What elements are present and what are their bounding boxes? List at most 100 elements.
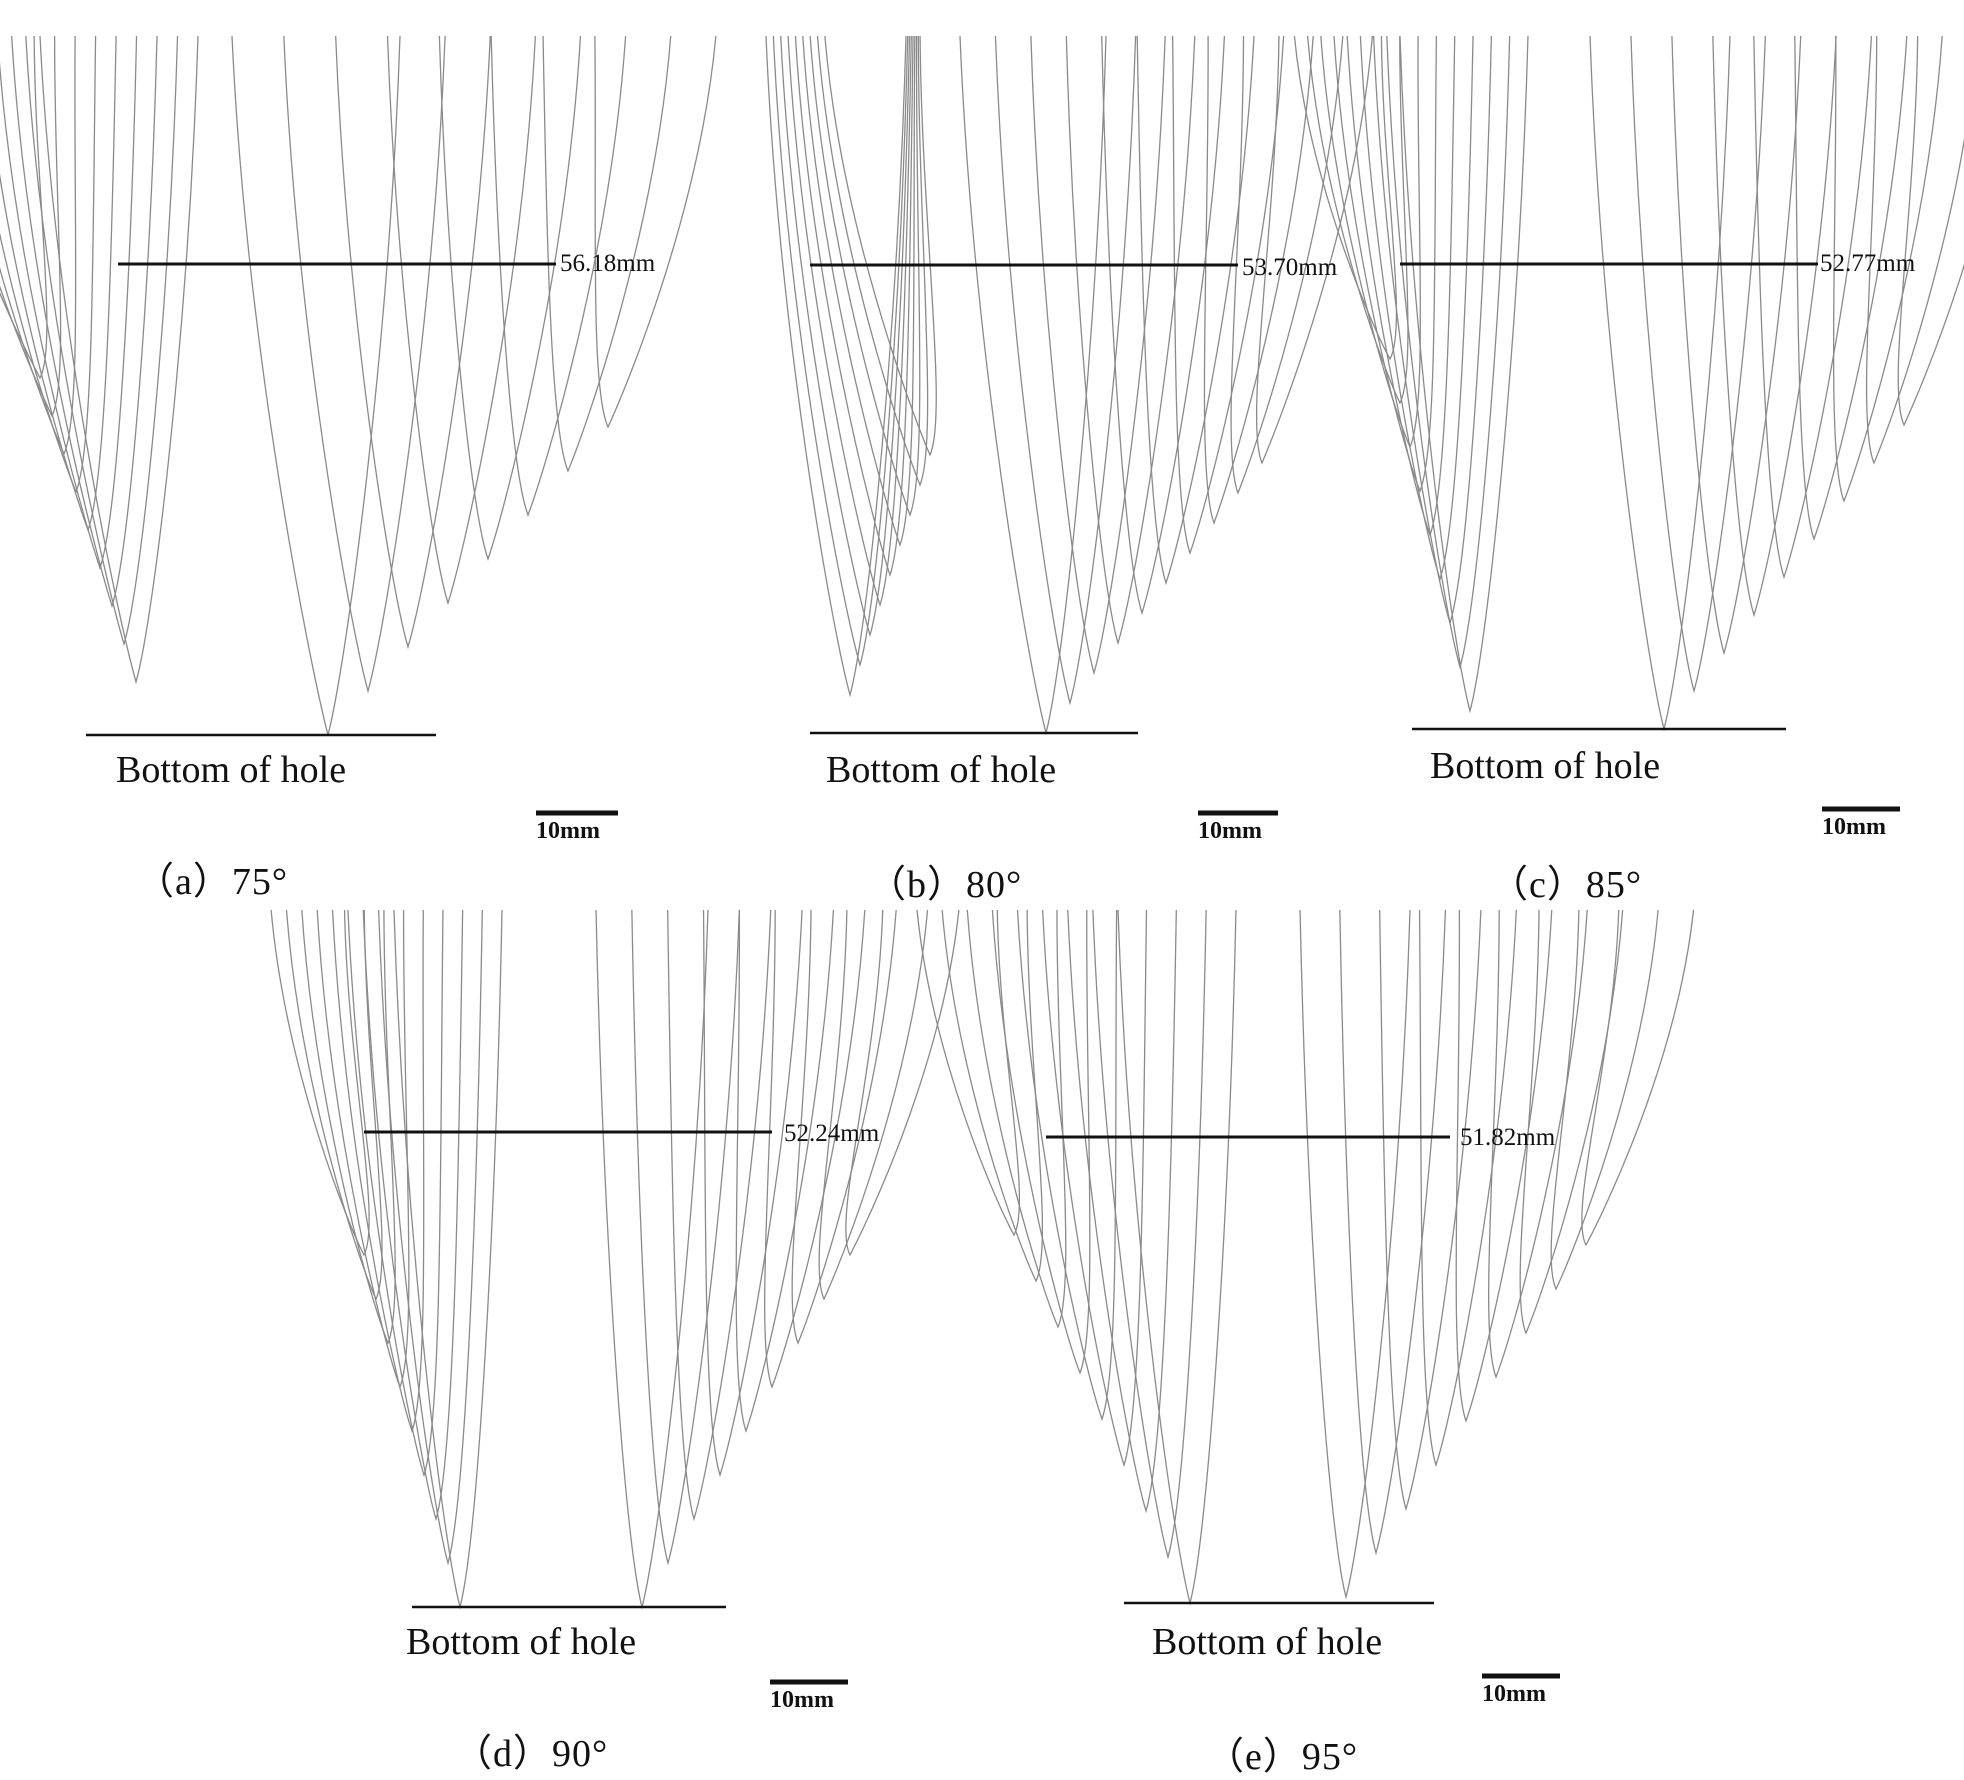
trajectory-curve <box>1333 35 1438 493</box>
trajectory-curve <box>0 35 97 494</box>
trajectory-lobes-c <box>1293 35 1964 732</box>
trajectory-curve <box>1379 909 1482 1512</box>
trajectory-curve <box>1399 35 1529 714</box>
bottom-label-d: Bottom of hole <box>406 1621 637 1663</box>
bottom-label-a: Bottom of hole <box>116 749 347 791</box>
trajectory-curve <box>802 35 916 547</box>
trajectory-curve <box>39 35 199 685</box>
trajectory-curve <box>1255 35 1374 465</box>
trajectory-curve <box>794 35 914 578</box>
trajectory-diagram-b <box>765 35 1374 816</box>
trajectory-curve <box>1589 35 1731 732</box>
trajectory-curve <box>772 35 909 668</box>
trajectory-curve <box>0 35 62 418</box>
trajectory-curve <box>1519 909 1624 1335</box>
trajectory-curve <box>594 35 717 429</box>
trajectory-curve <box>941 909 1044 1283</box>
trajectory-curve <box>1030 35 1166 676</box>
caption-d: （d）90° <box>454 1733 609 1775</box>
trajectory-curve <box>1101 35 1226 616</box>
trajectory-lobes-e <box>916 909 1695 1606</box>
spacing-label-c: 52.77mm <box>1820 250 1916 277</box>
trajectory-lobes-b <box>765 35 1374 734</box>
trajectory-curve <box>1671 35 1802 656</box>
trajectory-curve <box>595 909 709 1608</box>
panel-a: 56.18mm Bottom of hole 10mm （a）75° <box>0 0 717 903</box>
trajectory-curve <box>667 909 772 1522</box>
trajectory-curve <box>231 35 401 736</box>
trajectory-curve <box>1203 35 1314 525</box>
trajectory-curve <box>0 35 77 456</box>
trajectory-curve <box>1753 35 1873 580</box>
scale-label-a: 10mm <box>536 818 600 844</box>
trajectory-curve <box>818 909 929 1301</box>
trajectory-curve <box>1630 35 1767 694</box>
caption-b: （b）80° <box>868 864 1023 906</box>
trajectory-curve <box>362 909 464 1522</box>
trajectory-curve <box>11 35 158 609</box>
trajectory-curve <box>347 909 444 1478</box>
trajectory-curve <box>1293 35 1398 361</box>
trajectory-curve <box>1418 909 1517 1468</box>
trajectory-diagram-d <box>270 909 960 1685</box>
trajectory-curve <box>994 35 1137 706</box>
spacing-label-a: 56.18mm <box>560 250 656 277</box>
scale-label-c: 10mm <box>1822 814 1886 840</box>
trajectory-curve <box>780 35 911 638</box>
trajectory-curve <box>1016 909 1118 1421</box>
trajectory-curve <box>1386 35 1511 670</box>
trajectory-curve <box>283 35 446 694</box>
trajectory-curve <box>845 909 960 1257</box>
trajectory-curve <box>25 35 179 647</box>
trajectory-curve <box>765 35 907 698</box>
trajectory-curve <box>809 35 921 517</box>
bottom-label-c: Bottom of hole <box>1430 745 1661 787</box>
spacing-label-e: 51.82mm <box>1460 1124 1556 1151</box>
trajectory-curve <box>1092 909 1207 1560</box>
trajectory-diagram-c <box>1293 35 1964 812</box>
scale-label-b: 10mm <box>1198 818 1262 844</box>
trajectory-curve <box>764 909 866 1389</box>
trajectory-curve <box>0 35 138 571</box>
trajectory-curve <box>0 35 117 532</box>
trajectory-curve <box>377 909 483 1566</box>
trajectory-curve <box>1041 909 1148 1468</box>
panel-c: 52.77mm Bottom of hole 10mm （c）85° <box>1293 0 1964 906</box>
spacing-label-d: 52.24mm <box>784 1120 880 1147</box>
trajectory-curve <box>316 909 410 1389</box>
trajectory-curve <box>1306 35 1409 405</box>
panel-e: 51.82mm Bottom of hole 10mm （e）95° <box>916 890 1695 1778</box>
caption-c: （c）85° <box>1490 864 1643 906</box>
trajectory-curve <box>1117 909 1237 1606</box>
trajectory-lobes-a <box>0 35 717 736</box>
trajectory-curve <box>270 909 370 1257</box>
trajectory-curve <box>1712 35 1837 618</box>
trajectory-curve <box>1550 909 1659 1291</box>
trajectory-curve <box>966 909 1067 1329</box>
trajectory-diagram-a <box>0 35 717 816</box>
trajectory-curve <box>787 35 912 608</box>
trajectory-curve <box>991 909 1091 1375</box>
trajectory-curve <box>631 909 741 1566</box>
caption-e: （e）95° <box>1206 1736 1359 1778</box>
bottom-label-e: Bottom of hole <box>1152 1621 1383 1663</box>
trajectory-curve <box>542 35 672 473</box>
trajectory-curve <box>1339 909 1447 1556</box>
trajectory-curve <box>1230 35 1344 495</box>
bottom-label-b: Bottom of hole <box>826 749 1057 791</box>
trajectory-curve <box>1897 35 1964 427</box>
spacing-label-b: 53.70mm <box>1242 254 1338 281</box>
trajectory-curve <box>1299 909 1411 1600</box>
trajectory-curve <box>1346 35 1456 537</box>
trajectory-curve <box>1832 35 1943 503</box>
trajectory-lobes-d <box>270 909 960 1608</box>
trajectory-curve <box>393 909 503 1608</box>
trajectory-curve <box>285 909 383 1301</box>
trajectory-curve <box>490 35 627 517</box>
trajectory-curve <box>1794 35 1908 541</box>
panel-d: 52.24mm Bottom of hole 10mm （d）90° <box>270 890 960 1775</box>
trajectory-diagram-e <box>916 909 1695 1679</box>
trajectory-curve <box>1372 35 1493 626</box>
trajectory-curve <box>1171 35 1285 555</box>
